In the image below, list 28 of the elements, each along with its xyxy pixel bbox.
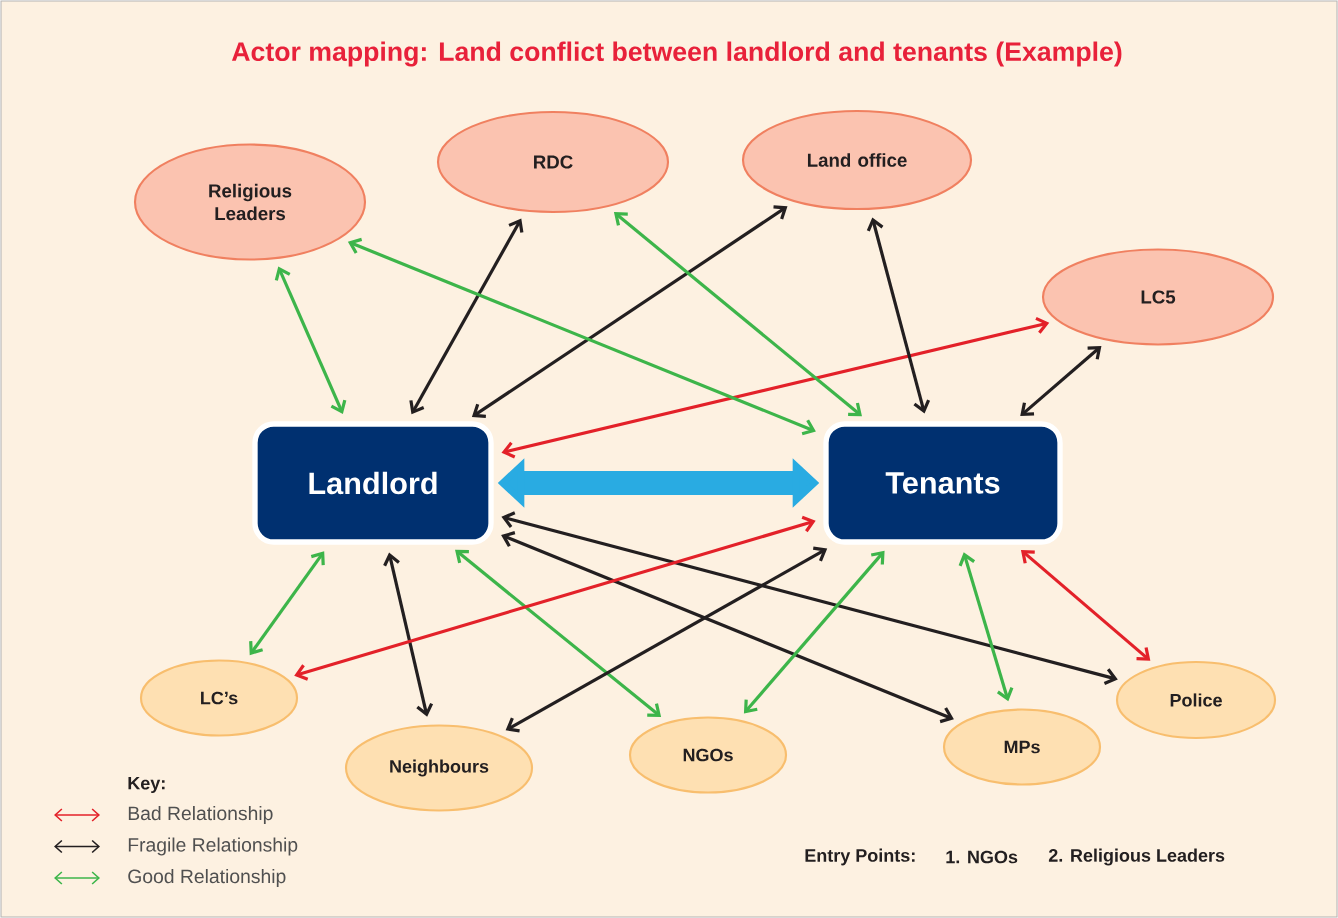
arrow xyxy=(294,515,816,681)
arrow xyxy=(505,546,828,733)
arrow xyxy=(409,218,524,415)
arrow xyxy=(958,552,1014,702)
arrow xyxy=(501,531,954,724)
party-box: Tenants xyxy=(823,421,1063,545)
entry-points-note: Entry Points: xyxy=(805,848,915,866)
arrow xyxy=(249,551,325,656)
arrow xyxy=(383,552,434,717)
arrow xyxy=(743,550,885,714)
legend-label: Fragile Relationship xyxy=(128,837,298,856)
party-box: Landlord xyxy=(252,421,494,545)
title: Actor mapping: Land conflict between landlord and tenants (Example) xyxy=(231,41,1122,67)
key-heading: Key: xyxy=(128,776,165,794)
arrow xyxy=(471,205,788,418)
entry-points-note: 2. Religious Leaders xyxy=(1048,848,1225,866)
arrow xyxy=(274,266,347,414)
arrow xyxy=(1020,549,1151,661)
arrow xyxy=(613,212,862,417)
arrow xyxy=(501,316,1050,459)
arrow xyxy=(501,511,1118,685)
arrow xyxy=(455,549,662,717)
arrow xyxy=(1020,345,1102,417)
legend-label: Bad Relationship xyxy=(128,806,273,824)
arrow xyxy=(866,217,931,414)
legend-label: Good Relationship xyxy=(128,869,286,887)
entry-points-note: 1. NGOs xyxy=(946,850,1018,864)
arrow xyxy=(347,237,816,436)
